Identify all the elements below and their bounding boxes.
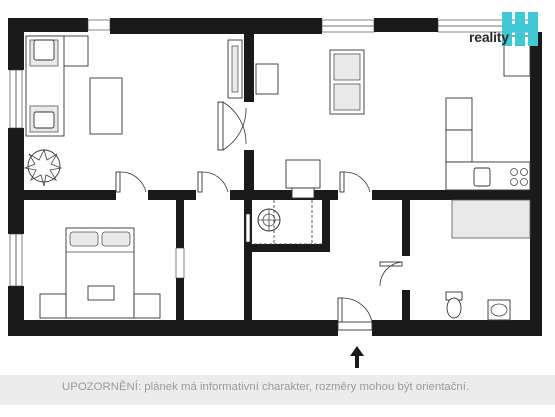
door-corridor[interactable]	[197, 171, 229, 193]
coffee-table	[89, 77, 123, 135]
boiler	[257, 208, 281, 232]
toilet-icon	[445, 291, 463, 319]
logo-text: reality	[469, 29, 509, 45]
armchairs	[329, 49, 365, 115]
doors[interactable]	[115, 101, 403, 331]
sink	[487, 299, 511, 321]
nightstand-left	[39, 293, 67, 319]
nightstand-right	[133, 293, 161, 319]
disclaimer-bar	[0, 375, 555, 405]
bathtub	[451, 199, 531, 239]
door-entrance[interactable]	[337, 297, 373, 331]
living-room	[23, 35, 243, 187]
sofa-icon	[25, 35, 89, 137]
bathroom	[445, 199, 531, 321]
kitchen-room	[255, 35, 531, 199]
bed-icon	[65, 227, 135, 319]
door-living-hall[interactable]	[115, 171, 147, 193]
reality-logo	[502, 12, 538, 46]
bedroom	[39, 227, 161, 319]
outer-walls	[8, 18, 542, 336]
door-kitchen[interactable]	[339, 171, 371, 193]
entrance-arrow-icon	[350, 346, 364, 368]
utility-room	[254, 200, 322, 245]
bench	[87, 285, 115, 301]
disclaimer-text: UPOZORNĚNÍ: plánek má informativní chara…	[62, 381, 470, 393]
tv-cabinet	[227, 39, 243, 99]
cabinet	[255, 63, 279, 95]
door-living-corridor[interactable]	[217, 101, 247, 151]
kitchen-counter	[445, 35, 531, 191]
plant-icon	[23, 148, 63, 187]
door-bathroom[interactable]	[379, 261, 403, 287]
dining-table	[285, 159, 321, 199]
